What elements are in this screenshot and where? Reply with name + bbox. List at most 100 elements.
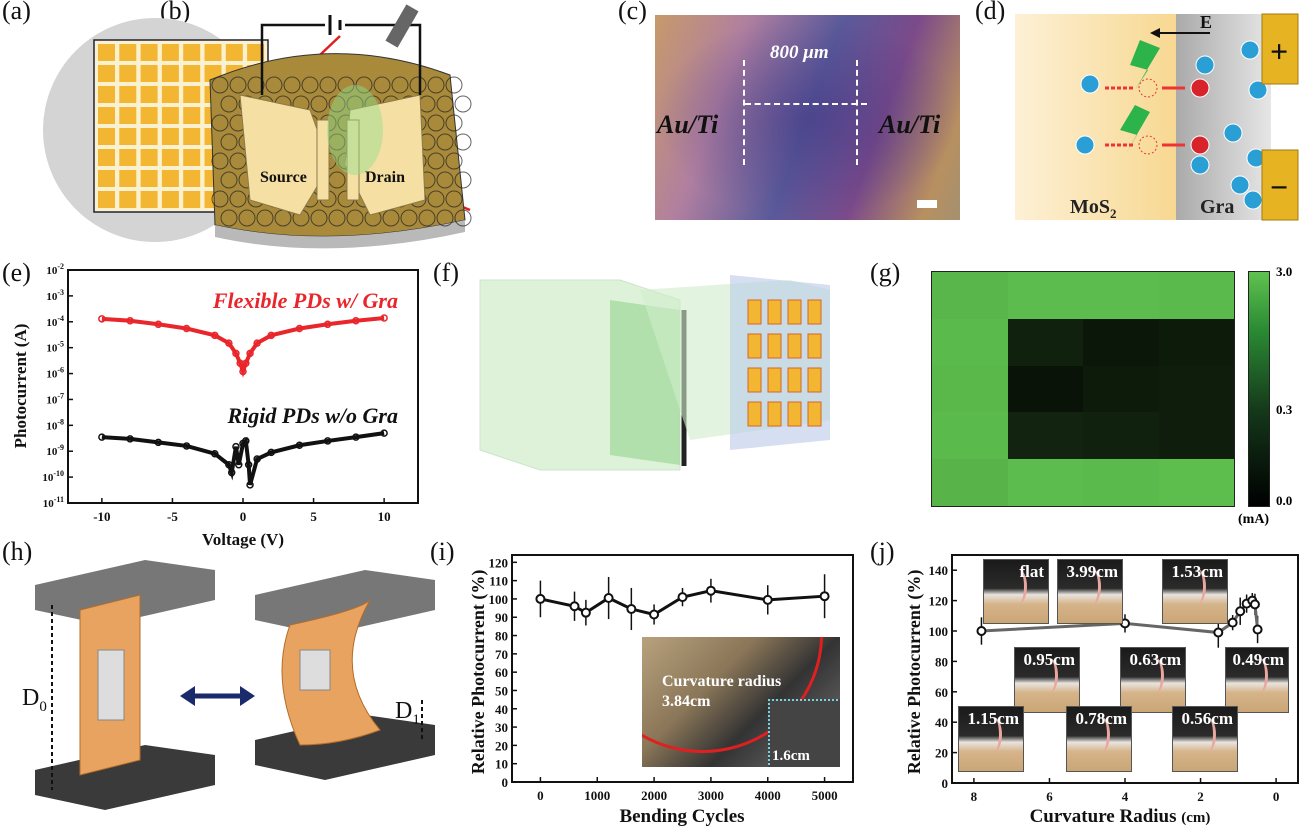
data-point — [126, 435, 134, 443]
graphene-hex — [373, 76, 391, 94]
data-point — [352, 316, 360, 325]
heatmap-cell — [1007, 365, 1083, 413]
device-cell — [183, 149, 201, 166]
inset-label: 1.53cm — [1171, 562, 1223, 581]
y-tick-label: 10-6 — [46, 366, 64, 381]
top-clamp-right — [255, 570, 435, 635]
data-point — [98, 433, 106, 441]
inset-photo: 0.63cm — [1120, 647, 1186, 713]
pd-cell — [807, 333, 822, 359]
y-axis-label: Relative Photocurrent (%) — [904, 570, 925, 775]
y-tick-label: 100 — [929, 624, 949, 639]
y-tick-label: 60 — [935, 685, 948, 700]
colorbar — [1248, 271, 1270, 507]
y-tick-label: 10-9 — [46, 443, 64, 458]
inset-label: 3.99cm — [1066, 562, 1118, 581]
graphene-hex — [220, 171, 238, 189]
data-point — [705, 585, 716, 596]
device-cell — [161, 149, 179, 166]
y-tick-label: 70 — [495, 647, 508, 662]
heatmap-cell — [932, 459, 1008, 506]
x-tick-label: -10 — [93, 509, 110, 524]
data-point — [1213, 627, 1224, 638]
y-tick-exp: -7 — [57, 391, 64, 400]
heatmap-cell — [932, 272, 1008, 319]
graphene-hex — [436, 133, 454, 151]
device-cell — [204, 44, 222, 61]
inset-caption: 1.6cm — [772, 748, 810, 764]
graphene-hex — [454, 95, 472, 113]
graphene-hex — [436, 171, 454, 189]
graphene-hex — [211, 152, 229, 170]
graphene-hex — [436, 209, 454, 227]
inset-label: 0.95cm — [1023, 650, 1075, 669]
y-axis-label: Relative Photocurrent (%) — [468, 570, 489, 775]
data-point — [580, 607, 591, 618]
graphene-hex — [355, 76, 373, 94]
graphene-hex — [337, 76, 355, 94]
y-tick-label: 10-4 — [46, 314, 64, 329]
data-point — [244, 461, 253, 469]
device-cell — [98, 107, 115, 124]
x-tick-label: 5000 — [812, 788, 838, 803]
d1-subscript: 1 — [412, 712, 420, 728]
graphene-hex — [319, 76, 337, 94]
data-point — [626, 604, 637, 615]
graphene-hex — [247, 76, 265, 94]
y-tick-label: 10-7 — [46, 391, 64, 406]
device-cell — [98, 191, 115, 208]
graphene-hex — [445, 76, 463, 94]
y-tick-label: 10-8 — [46, 417, 64, 432]
graphene-hex — [445, 152, 463, 170]
x-axis-label: Curvature Radius (cm) — [1030, 806, 1211, 827]
graphene-hex — [310, 95, 328, 113]
data-point — [819, 591, 830, 602]
y-tick-label: 10-3 — [46, 288, 64, 303]
pd-cell — [747, 299, 762, 325]
pd-cell — [747, 367, 762, 393]
graphene-hex — [310, 209, 328, 227]
data-point — [535, 593, 546, 604]
y-tick-label: 10-11 — [43, 495, 64, 510]
data-point — [603, 593, 614, 604]
y-tick-exp: -8 — [57, 417, 64, 426]
electrode-finger — [316, 119, 330, 201]
device-cell — [119, 44, 137, 61]
data-point — [1249, 599, 1260, 610]
data-point — [239, 367, 247, 376]
pd-cell — [747, 401, 762, 427]
heatmap-cell — [1007, 272, 1083, 319]
circuit-wire — [260, 23, 422, 95]
device-cell — [161, 170, 179, 187]
substrate — [215, 220, 465, 249]
bending-setup-photo: 1.6cm Curvature radius 3.84cm — [642, 637, 840, 767]
graphene-hex — [427, 114, 445, 132]
plot-frame — [511, 554, 854, 783]
data-point — [154, 438, 163, 447]
graphene-hex — [427, 190, 445, 208]
device-cell — [183, 191, 201, 208]
graphene-hex — [229, 190, 247, 208]
x-tick-label: 0 — [240, 509, 247, 524]
data-point — [225, 339, 233, 347]
data-point — [182, 324, 191, 333]
data-point — [323, 437, 332, 445]
data-point — [380, 314, 388, 322]
inset-caption: 3.84cm — [662, 693, 711, 710]
device-cell — [161, 191, 179, 208]
data-point — [677, 592, 688, 603]
pd-cell — [787, 367, 802, 393]
heatmap-cell — [1158, 365, 1234, 413]
series-line — [540, 589, 825, 617]
data-point — [154, 320, 163, 329]
y-tick-label: 60 — [495, 665, 508, 680]
device-cell — [247, 44, 265, 61]
data-point — [1235, 606, 1246, 617]
data-point — [211, 331, 219, 340]
data-point — [246, 481, 254, 489]
graphene-hex — [238, 209, 256, 227]
device-cell — [140, 65, 158, 82]
